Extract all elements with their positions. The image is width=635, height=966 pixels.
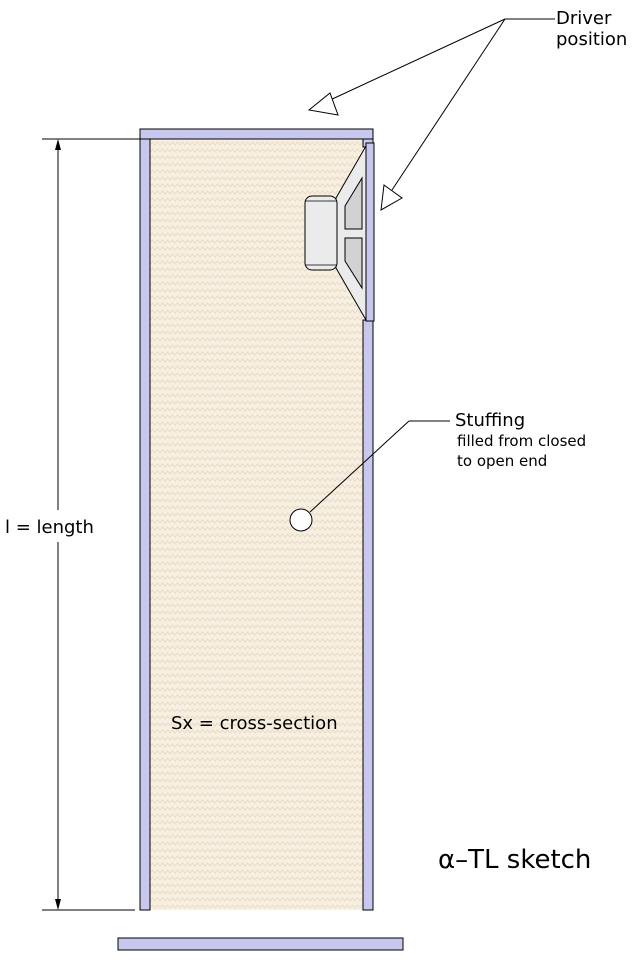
stuffing-label-line1: Stuffing	[455, 410, 525, 431]
driver-label-line1: Driver	[556, 8, 612, 29]
left-wall	[139, 138, 151, 911]
driver-label-line2: position	[556, 29, 627, 50]
length-dimension	[42, 138, 140, 911]
arrow-driver-icon	[380, 184, 403, 211]
driver-cone-upper	[344, 176, 363, 230]
driver-cone-lower	[344, 237, 363, 290]
driver-magnet	[304, 195, 338, 271]
driver	[304, 142, 375, 322]
right-wall	[362, 319, 374, 911]
stuffing-label-line2: filled from closed	[457, 432, 586, 450]
length-label: l = length	[5, 517, 94, 538]
driver-pointers	[307, 18, 555, 211]
cross-section-label: Sx = cross-section	[171, 713, 338, 734]
stuffing-marker-icon	[289, 508, 313, 532]
length-arrow-top-icon	[55, 139, 61, 150]
stuffing-label-line3: to open end	[457, 452, 547, 470]
driver-frame	[365, 142, 375, 322]
diagram-title: α–TL sketch	[438, 845, 591, 875]
floor-plate	[117, 937, 404, 951]
arrow-top-icon	[307, 92, 339, 116]
top-wall	[139, 128, 374, 140]
length-arrow-bottom-icon	[55, 899, 61, 910]
